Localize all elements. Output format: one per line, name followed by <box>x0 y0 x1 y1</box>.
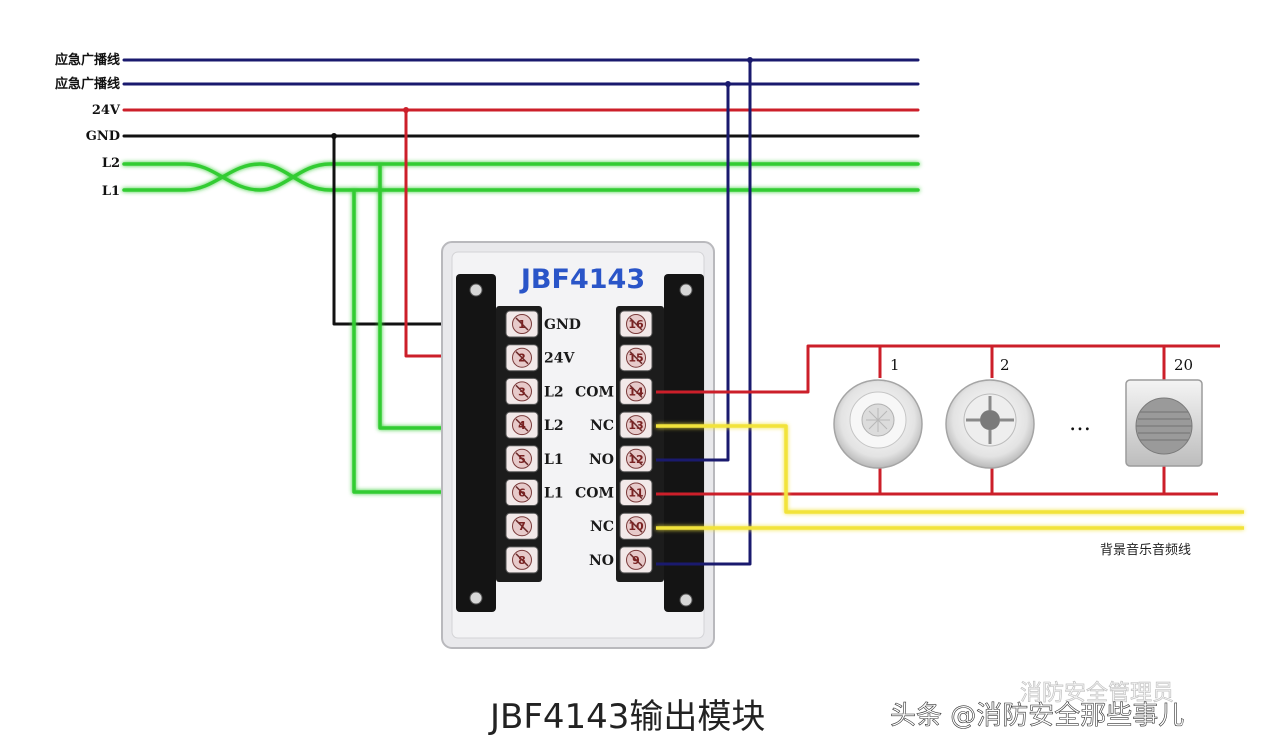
terminal-label: GND <box>544 317 581 333</box>
terminal-number: 5 <box>518 453 526 466</box>
right-terminal-12: 12 NO <box>589 445 653 473</box>
terminal-number: 8 <box>518 554 526 567</box>
terminal-label: NC <box>590 519 614 535</box>
left-terminal-4: 4 L2 <box>505 411 564 439</box>
terminal-label: NC <box>590 418 614 434</box>
broadcast-wire-2 <box>656 84 730 462</box>
screw-icon <box>679 593 693 607</box>
screw-icon <box>469 591 483 605</box>
speaker-ellipsis: … <box>1069 411 1091 436</box>
bus-label-gnd: GND <box>86 129 120 144</box>
right-terminal-9: 9 NO <box>589 546 653 574</box>
right-terminal-13: 13 NC <box>590 411 653 439</box>
terminal-number: 10 <box>628 520 644 533</box>
bus-label-l2: L2 <box>102 156 120 171</box>
speaker-label-2: 2 <box>1000 356 1010 374</box>
left-terminal-1: 1 GND <box>505 310 581 338</box>
junction-dot <box>331 133 337 139</box>
bus-label-broadcast-2: 应急广播线 <box>55 76 120 92</box>
terminal-label: COM <box>575 384 614 400</box>
terminal-number: 2 <box>518 352 526 365</box>
junction-dot <box>403 107 409 113</box>
terminal-number: 6 <box>518 487 526 500</box>
terminal-number: 3 <box>518 385 526 398</box>
terminal-number: 13 <box>628 419 643 432</box>
terminal-number: 11 <box>628 487 643 500</box>
bus-label-broadcast-1: 应急广播线 <box>55 52 120 68</box>
bg-music-wire-1 <box>656 424 1244 514</box>
terminal-number: 4 <box>518 419 526 432</box>
left-terminal-6: 6 L1 <box>505 479 564 506</box>
module-model-label: JBF4143 <box>519 264 645 295</box>
bus-lines <box>122 58 920 192</box>
right-terminal-10: 10 NC <box>590 512 653 540</box>
right-terminal-strip <box>664 274 704 612</box>
wall-speaker-icon <box>1125 379 1203 467</box>
speaker-top-wire <box>656 344 1220 394</box>
bus-labels: 应急广播线 应急广播线 24V GND L2 L1 <box>55 52 121 199</box>
terminal-label: COM <box>575 486 614 502</box>
diagram-caption: JBF4143输出模块 <box>488 697 765 737</box>
speaker-label-20: 20 <box>1174 356 1193 374</box>
right-wires <box>656 57 1244 566</box>
ceiling-speaker-icon <box>833 379 923 469</box>
terminal-number: 12 <box>628 453 643 466</box>
bus-line-l2 <box>122 162 920 192</box>
right-terminal-16: 16 <box>619 310 653 338</box>
terminal-label: L2 <box>544 418 564 434</box>
terminal-label: L1 <box>544 486 564 502</box>
left-terminal-5: 5 L1 <box>505 445 564 473</box>
speakers: 1 2 20 … <box>833 356 1203 469</box>
watermark-secondary: 消防安全管理员 <box>1020 681 1174 706</box>
left-terminal-7: 7 <box>505 512 539 540</box>
terminal-label: NO <box>589 452 614 468</box>
speaker-label-1: 1 <box>890 356 900 374</box>
right-terminal-15: 15 <box>619 344 653 372</box>
terminal-label: L2 <box>544 384 564 400</box>
terminal-number: 16 <box>628 318 644 331</box>
ceiling-speaker-icon <box>945 379 1035 469</box>
bus-label-24v: 24V <box>92 103 121 118</box>
terminal-label: L1 <box>544 452 564 468</box>
left-terminal-strip <box>456 274 496 612</box>
watermark: 头条 @消防安全那些事儿 <box>890 701 1184 731</box>
terminal-number: 7 <box>518 520 526 533</box>
terminal-number: 9 <box>632 554 640 567</box>
right-terminal-14: 14 COM <box>575 377 653 405</box>
screw-icon <box>469 283 483 297</box>
terminal-label: NO <box>589 553 614 569</box>
screw-icon <box>679 283 693 297</box>
left-terminal-3: 3 L2 <box>505 377 564 405</box>
terminal-number: 1 <box>518 318 526 331</box>
left-terminal-8: 8 <box>505 546 539 574</box>
bus-label-l1: L1 <box>102 184 120 199</box>
junction-dot <box>725 81 731 87</box>
left-terminal-2: 2 24V <box>505 344 575 372</box>
terminal-number: 15 <box>628 352 643 365</box>
broadcast-wire-1 <box>656 60 752 566</box>
bus-line-l1 <box>122 162 920 192</box>
terminal-number: 14 <box>628 385 644 398</box>
terminal-label: 24V <box>544 351 575 367</box>
bg-music-label: 背景音乐音频线 <box>1100 542 1191 558</box>
junction-dot <box>747 57 753 63</box>
right-terminal-11: 11 COM <box>575 479 653 506</box>
